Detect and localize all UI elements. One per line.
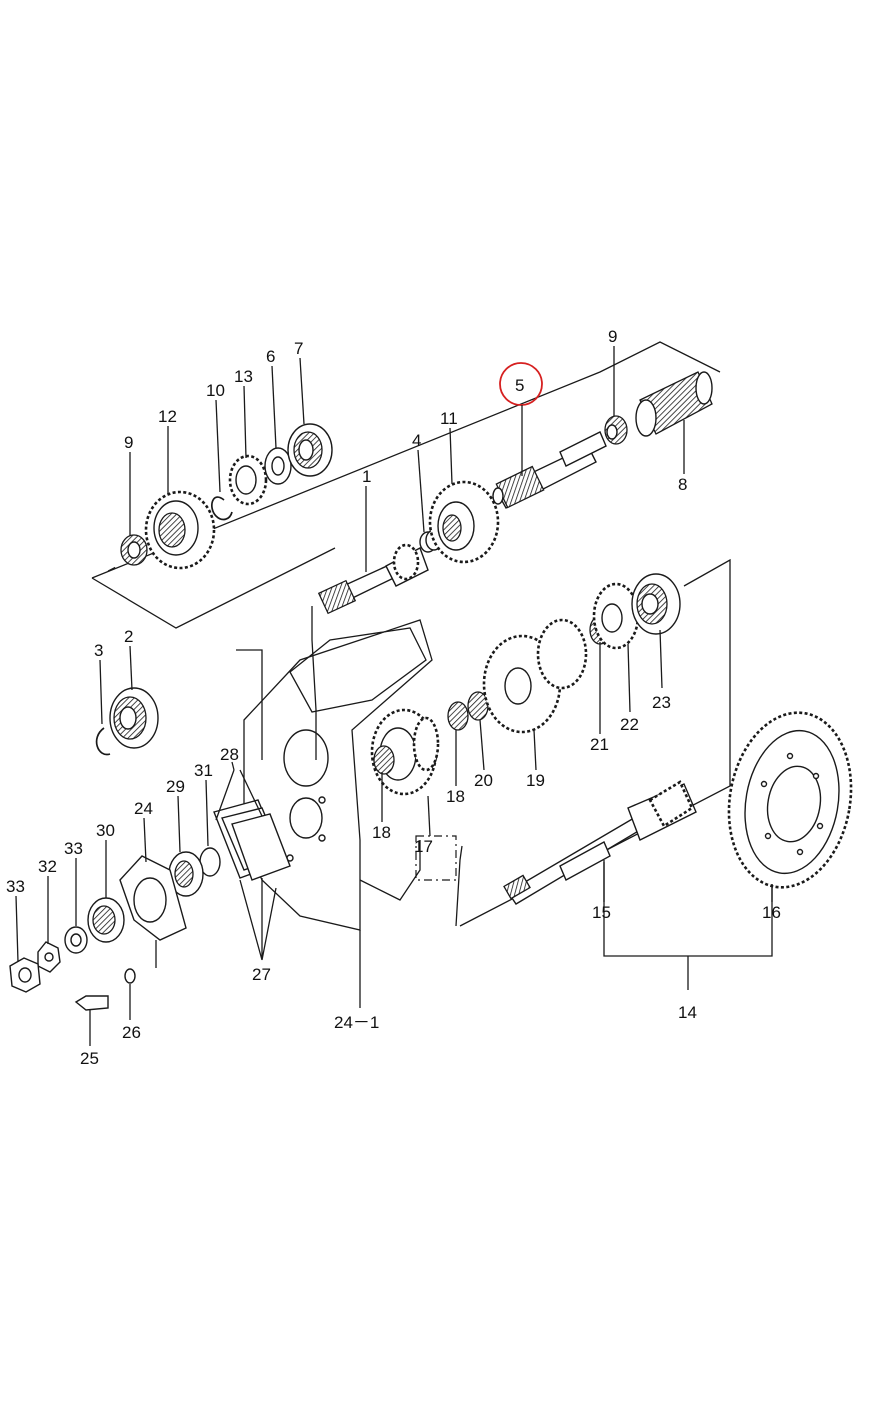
label-19: 19 (526, 771, 545, 790)
snap-ring-10 (211, 496, 233, 521)
collar-6 (264, 447, 292, 485)
upper-shaft-assembly (91, 341, 721, 629)
nut-33a (9, 957, 41, 993)
flange-housing-24 (119, 855, 187, 941)
label-13: 13 (234, 367, 253, 386)
bevel-gear-set-14 (503, 711, 853, 990)
label-18-left: 18 (372, 823, 391, 842)
label-28: 28 (220, 745, 239, 764)
label-12: 12 (158, 407, 177, 426)
label-11: 11 (440, 409, 458, 428)
label-21: 21 (590, 735, 609, 754)
label-20: 20 (474, 771, 493, 790)
highlight-circle (499, 362, 543, 406)
label-24: 24 (134, 799, 153, 818)
label-22: 22 (620, 715, 639, 734)
nut-33b (64, 926, 88, 954)
bearing-2 (109, 687, 159, 749)
label-32: 32 (38, 857, 57, 876)
part-labels: 9 12 10 13 6 7 1 4 11 9 8 3 2 23 22 21 1… (6, 327, 781, 1068)
label-1: 1 (362, 467, 371, 486)
splined-sleeve-8 (635, 371, 713, 437)
label-29: 29 (166, 777, 185, 796)
washer-26 (124, 968, 136, 984)
bearing-23 (631, 573, 681, 635)
gear-11 (428, 480, 500, 564)
ring-gear-16 (727, 711, 853, 889)
gasket-28 (213, 799, 291, 881)
label-16: 16 (762, 903, 781, 922)
label-31: 31 (194, 761, 213, 780)
needle-bearing-18a (373, 745, 395, 775)
bolt-25 (74, 995, 109, 1011)
gear-19 (482, 618, 588, 734)
gear-22 (592, 582, 640, 650)
lock-washer-32 (37, 941, 61, 973)
bearing-30 (87, 897, 125, 943)
countershaft-assembly (95, 558, 731, 927)
label-9-right: 9 (608, 327, 617, 346)
label-10: 10 (206, 381, 225, 400)
pinion-shaft-15 (503, 780, 697, 905)
label-27: 27 (252, 965, 271, 984)
label-25: 25 (80, 1049, 99, 1068)
input-shaft-1 (317, 543, 429, 615)
label-33-inner: 33 (64, 839, 83, 858)
label-33-outer: 33 (6, 877, 25, 896)
label-30: 30 (96, 821, 115, 840)
label-4: 4 (412, 431, 421, 450)
needle-bearing-9b (604, 415, 628, 445)
label-17: 17 (414, 837, 433, 856)
label-7: 7 (294, 339, 303, 358)
needle-bearing-9a (120, 534, 148, 566)
label-8: 8 (678, 475, 687, 494)
label-14: 14 (678, 1003, 697, 1022)
label-5-highlighted: 5 (515, 376, 524, 395)
label-3: 3 (94, 641, 103, 660)
splined-shaft-5 (492, 431, 607, 509)
leader-lines (15, 346, 773, 1046)
output-flange-assembly (9, 769, 291, 1011)
needle-bearing-20 (467, 691, 489, 721)
snap-ring-3 (95, 727, 111, 756)
label-6: 6 (266, 347, 275, 366)
label-26: 26 (122, 1023, 141, 1042)
label-9: 9 (124, 433, 133, 452)
label-15: 15 (592, 903, 611, 922)
gear-13 (228, 454, 268, 506)
ball-bearing-7 (287, 423, 333, 477)
needle-bearing-18b (447, 701, 469, 731)
label-2: 2 (124, 627, 133, 646)
label-18-mid: 18 (446, 787, 465, 806)
label-23: 23 (652, 693, 671, 712)
label-24-1: 24－1 (334, 1013, 379, 1032)
gearbox-housing-24-1 (236, 606, 457, 1008)
oil-seal-29 (168, 851, 204, 897)
gear-12 (144, 490, 216, 570)
